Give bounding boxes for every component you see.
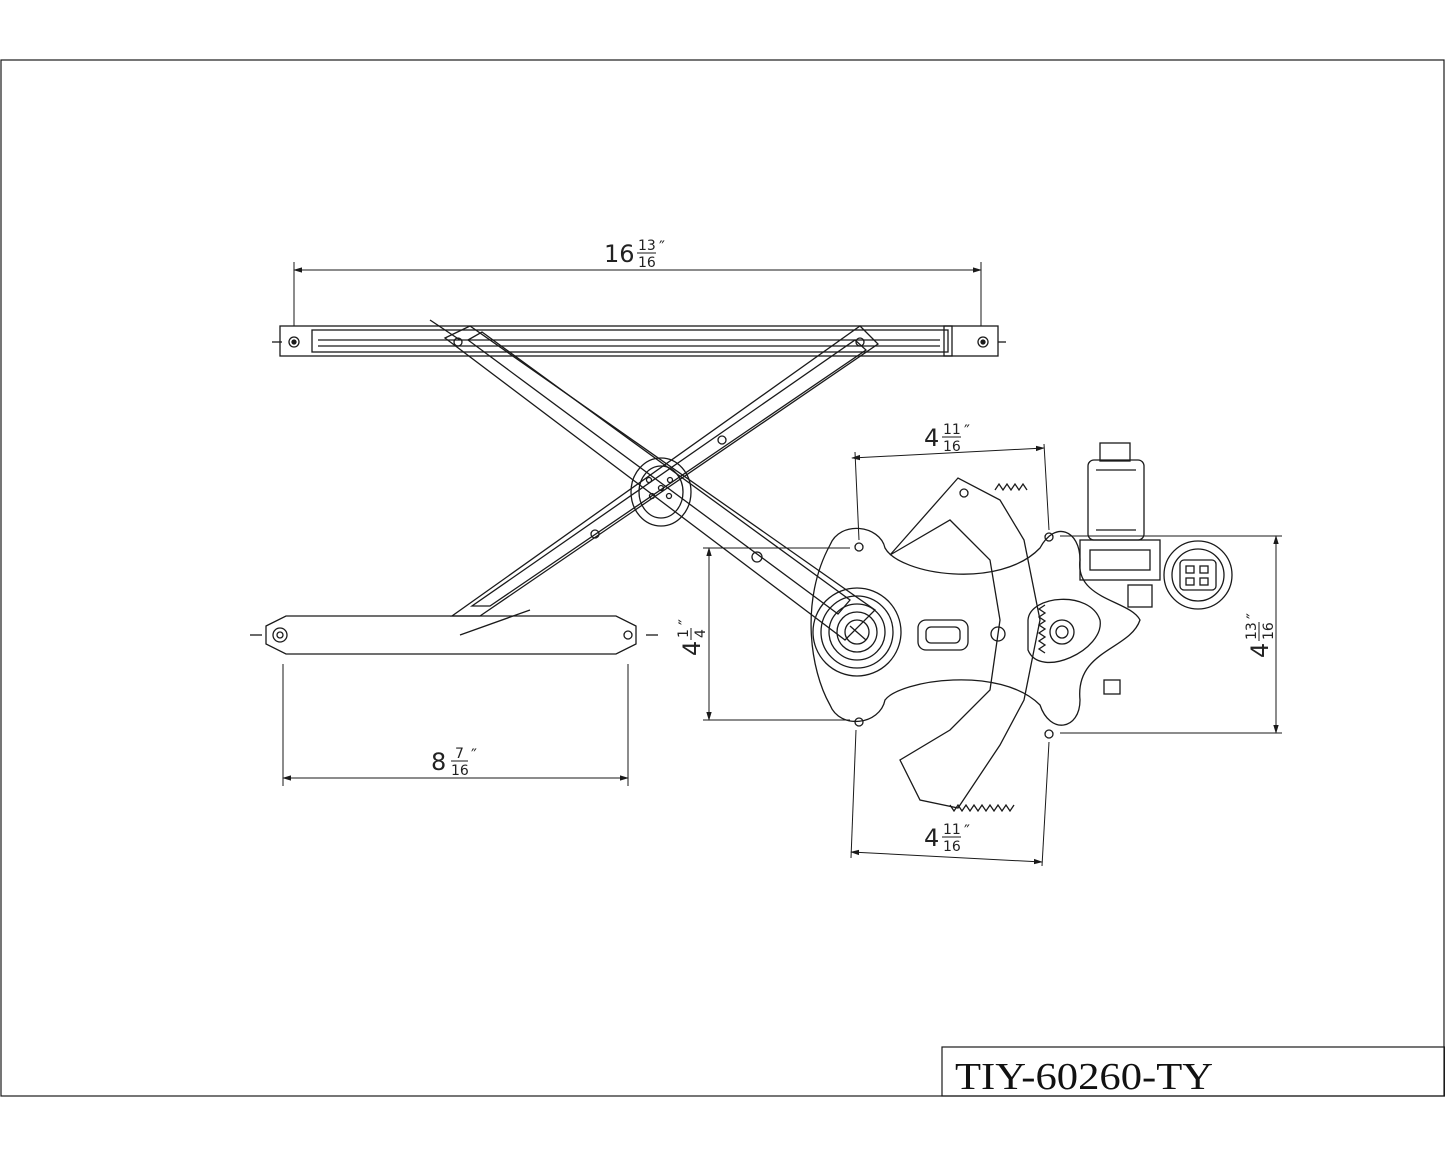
svg-text:16: 16 (638, 255, 656, 271)
svg-text:4: 4 (693, 629, 709, 638)
svg-text:8: 8 (431, 748, 446, 776)
base-bracket (751, 527, 1141, 739)
dim-label-left-height: 4 1 4 ″ (675, 619, 709, 656)
dim-label-bottom-rail: 8 7 16 ″ (431, 745, 477, 779)
svg-text:″: ″ (964, 421, 970, 440)
svg-text:16: 16 (1261, 622, 1277, 640)
svg-text:″: ″ (1243, 613, 1262, 619)
title-block: TIY-60260-TY (941, 1046, 1445, 1098)
svg-text:4: 4 (678, 641, 706, 656)
svg-text:13: 13 (638, 238, 656, 254)
window-regulator (250, 319, 1233, 813)
svg-text:13: 13 (1244, 622, 1260, 640)
drive-pinion (1027, 598, 1101, 663)
svg-text:4: 4 (924, 824, 939, 852)
svg-text:″: ″ (471, 745, 477, 764)
svg-text:4: 4 (1246, 643, 1274, 658)
lift-arm-secondary (449, 325, 880, 617)
sector-gear (889, 477, 1041, 813)
dim-label-bottom-width: 4 11 16 ″ (924, 821, 970, 855)
dim-label-top-width: 4 11 16 ″ (924, 421, 970, 455)
drawing-border (0, 59, 1445, 1097)
svg-text:″: ″ (675, 619, 694, 625)
spring-drum (812, 587, 902, 677)
dimension-lines (282, 262, 1282, 867)
dim-label-right-height: 4 13 16 ″ (1243, 613, 1277, 658)
window-motor (1079, 442, 1233, 695)
svg-text:16: 16 (604, 240, 635, 268)
svg-text:16: 16 (451, 763, 469, 779)
svg-text:11: 11 (943, 822, 961, 838)
bottom-guide-rail (250, 609, 658, 655)
svg-text:16: 16 (943, 839, 961, 855)
top-guide-rail (272, 325, 1006, 357)
svg-text:″: ″ (659, 237, 665, 256)
part-number: TIY-60260-TY (955, 1056, 1213, 1098)
svg-text:4: 4 (924, 424, 939, 452)
dim-label-top-rail: 16 13 16 ″ (604, 237, 665, 271)
center-pivot (630, 457, 692, 527)
svg-text:1: 1 (676, 629, 692, 638)
svg-text:″: ″ (964, 821, 970, 840)
svg-text:16: 16 (943, 439, 961, 455)
svg-text:7: 7 (455, 746, 464, 762)
svg-text:11: 11 (943, 422, 961, 438)
